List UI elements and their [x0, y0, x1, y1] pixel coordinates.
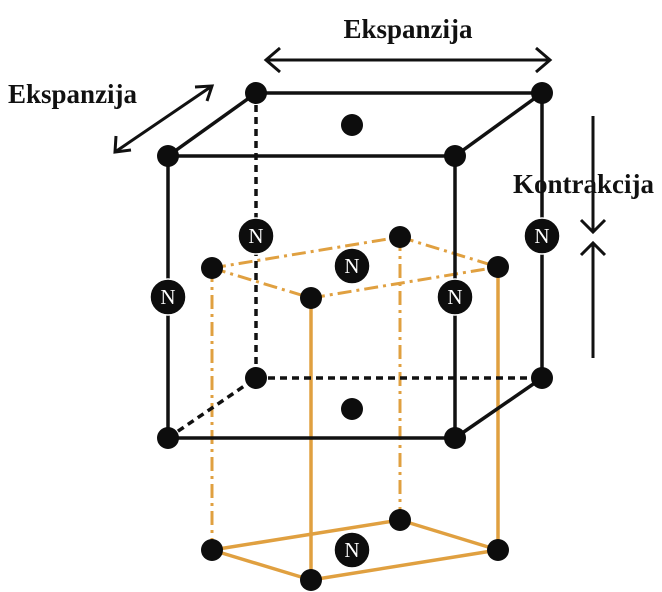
- n-atom-back-left: N: [237, 217, 275, 255]
- n-atom-front-right: N: [436, 278, 474, 316]
- n-atom-circle: [333, 531, 371, 569]
- expansion-left-arrow: [113, 84, 215, 154]
- atom-black-top-front-left: [157, 145, 179, 167]
- n-atom-back-right: N: [523, 217, 561, 255]
- n-atom-circle: [436, 278, 474, 316]
- n-atom-circle: [333, 247, 371, 285]
- atom-orange-top-right: [487, 256, 509, 278]
- atom-black-top-front-right: [444, 145, 466, 167]
- black-top-left: [166, 91, 258, 158]
- orange-top-back-right: [399, 235, 499, 269]
- atom-bottom-face-center: [341, 398, 363, 420]
- black-top-right: [453, 91, 544, 158]
- orange-top-front-left: [211, 266, 312, 300]
- n-atom-circle: [237, 217, 275, 255]
- orange-top-front-right: [310, 265, 499, 300]
- n-atom-front-left: N: [149, 278, 187, 316]
- orange-bottom-back-right: [399, 518, 499, 552]
- contraction-label: Kontrakcija: [513, 169, 654, 199]
- n-atom-center: N: [333, 247, 371, 285]
- n-atom-letter: N: [534, 224, 549, 248]
- n-atom-circle: [149, 278, 187, 316]
- atom-black-bottom-front-right: [444, 427, 466, 449]
- orange-bottom-front-right: [310, 548, 499, 582]
- contraction-arrow: [579, 116, 607, 358]
- expansion-top-arrow: [263, 46, 553, 74]
- atom-top-face-center: [341, 114, 363, 136]
- orange-top-back-left: [211, 235, 401, 270]
- n-atom-letter: N: [447, 285, 462, 309]
- orange-bottom-back-left: [211, 518, 401, 552]
- n-atom-letter: N: [160, 285, 175, 309]
- n-atom-letter: N: [344, 254, 359, 278]
- atom-orange-bottom-left: [201, 539, 223, 561]
- atom-orange-bottom-front: [300, 569, 322, 591]
- black-cell: [166, 91, 544, 440]
- expansion-left-label: Ekspanzija: [8, 79, 138, 109]
- orange-bottom-front-left: [211, 548, 312, 582]
- n-atom-circle: [523, 217, 561, 255]
- atom-orange-top-back: [389, 226, 411, 248]
- black-bottom-left: [167, 376, 257, 440]
- atom-black-bottom-front-left: [157, 427, 179, 449]
- atom-black-bottom-back-left: [245, 367, 267, 389]
- atom-orange-bottom-back: [389, 509, 411, 531]
- n-atom-letter: N: [248, 224, 263, 248]
- atom-orange-bottom-right: [487, 539, 509, 561]
- atom-black-top-back-right: [531, 82, 553, 104]
- black-bottom-right: [454, 376, 543, 440]
- n-atom-bottom-center: N: [333, 531, 371, 569]
- expansion-top-label: Ekspanzija: [343, 14, 473, 44]
- n-atom-letter: N: [344, 538, 359, 562]
- atom-black-bottom-back-right: [531, 367, 553, 389]
- arrows: [113, 46, 607, 358]
- atom-black-top-back-left: [245, 82, 267, 104]
- n-atoms: N N N N N N: [149, 217, 561, 569]
- atoms: [157, 82, 553, 591]
- atom-orange-top-front: [300, 287, 322, 309]
- atom-orange-top-left: [201, 257, 223, 279]
